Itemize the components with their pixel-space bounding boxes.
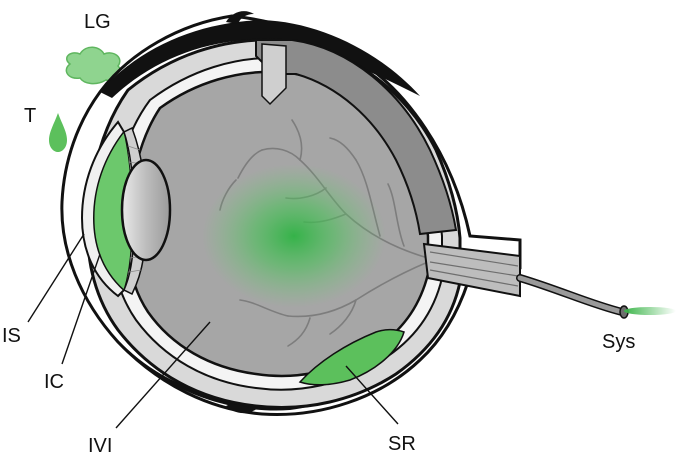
sr-leader-line bbox=[345, 365, 399, 425]
optic-nerve-stripes bbox=[429, 251, 519, 287]
optic-nerve bbox=[422, 242, 521, 298]
subretinal-drug-region bbox=[298, 328, 405, 386]
label-is: IS bbox=[2, 325, 21, 347]
label-sr: SR bbox=[388, 433, 416, 455]
systemic-catheter-inner bbox=[517, 275, 625, 315]
is-leader-line bbox=[27, 233, 85, 323]
lower-eyelash-mark bbox=[226, 402, 258, 414]
ic-leader-line bbox=[61, 253, 101, 365]
lacrimal-gland-shape bbox=[65, 46, 122, 85]
upper-eyelash-mark bbox=[226, 11, 254, 24]
label-sys: Sys bbox=[602, 331, 635, 353]
lens bbox=[120, 158, 172, 262]
systemic-drug-plume bbox=[624, 307, 676, 315]
label-t: T bbox=[24, 105, 36, 127]
label-lg: LG bbox=[84, 11, 111, 33]
label-ivi: IVI bbox=[88, 435, 112, 457]
label-ic: IC bbox=[44, 371, 64, 393]
ivi-leader-line bbox=[115, 321, 211, 429]
intravitreal-drug-cloud bbox=[202, 164, 386, 308]
tear-drop-shape bbox=[49, 113, 67, 152]
upper-eyelid-band bbox=[100, 20, 420, 98]
cutaway-inner-face bbox=[261, 43, 287, 106]
